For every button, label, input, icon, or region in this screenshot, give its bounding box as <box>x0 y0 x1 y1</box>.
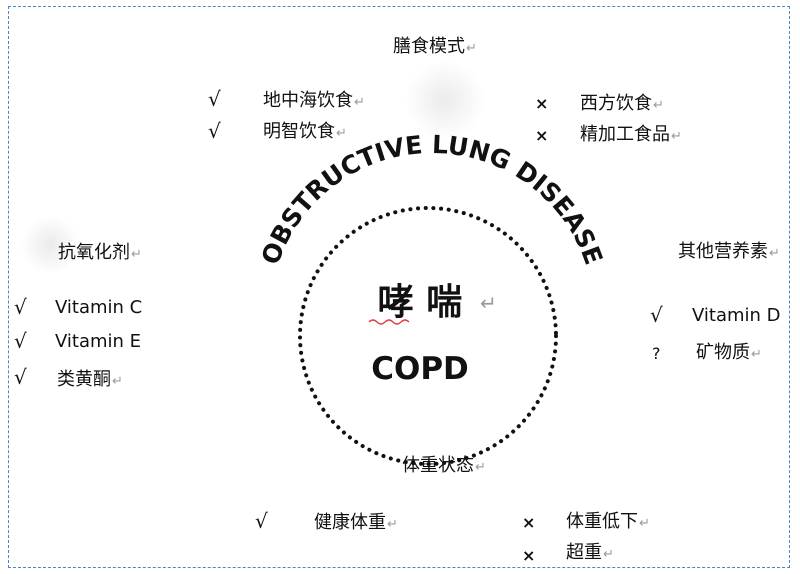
cross-icon: × <box>522 513 536 532</box>
check-icon: √ <box>14 295 27 319</box>
diet-bad-item: 西方饮食↵ <box>580 93 664 114</box>
weight-title: 体重状态↵ <box>402 455 486 476</box>
glow-top <box>405 60 485 140</box>
other-nutrient-item: 矿物质↵ <box>696 342 762 363</box>
diet-good-item: 地中海饮食↵ <box>263 90 365 111</box>
antioxidant-item: 类黄酮↵ <box>57 369 123 390</box>
question-icon: ? <box>652 344 661 363</box>
cross-icon: × <box>522 546 536 565</box>
check-icon: √ <box>650 303 663 327</box>
cross-icon: × <box>535 94 549 113</box>
antioxidants-title: 抗氧化剂↵ <box>58 242 142 263</box>
glow-left <box>20 215 80 275</box>
arc-title: OBSTRUCTIVE LUNG DISEASE <box>256 130 609 269</box>
other-nutrient-item: Vitamin D <box>692 305 781 326</box>
diet-title: 膳食模式↵ <box>393 36 477 57</box>
check-icon: √ <box>255 509 268 533</box>
diagram-frame <box>8 6 790 568</box>
check-icon: √ <box>14 365 27 389</box>
weight-good-item: 健康体重↵ <box>314 512 398 533</box>
asthma-label: 哮 喘 <box>378 282 463 323</box>
check-icon: √ <box>208 87 221 111</box>
other-nutrients-title: 其他营养素↵ <box>678 241 780 262</box>
weight-bad-item: 体重低下↵ <box>566 511 650 532</box>
copd-label: COPD <box>371 351 469 387</box>
antioxidant-item: Vitamin C <box>55 297 143 318</box>
check-icon: √ <box>208 119 221 143</box>
dotted-circle <box>298 206 558 466</box>
paragraph-mark: ↵ <box>480 291 497 315</box>
weight-bad-item: 超重↵ <box>566 542 614 563</box>
antioxidant-item: Vitamin E <box>55 331 142 352</box>
spellcheck-underline <box>368 319 410 325</box>
check-icon: √ <box>14 329 27 353</box>
diet-good-item: 明智饮食↵ <box>263 121 347 142</box>
cross-icon: × <box>535 126 549 145</box>
diet-bad-item: 精加工食品↵ <box>580 124 682 145</box>
